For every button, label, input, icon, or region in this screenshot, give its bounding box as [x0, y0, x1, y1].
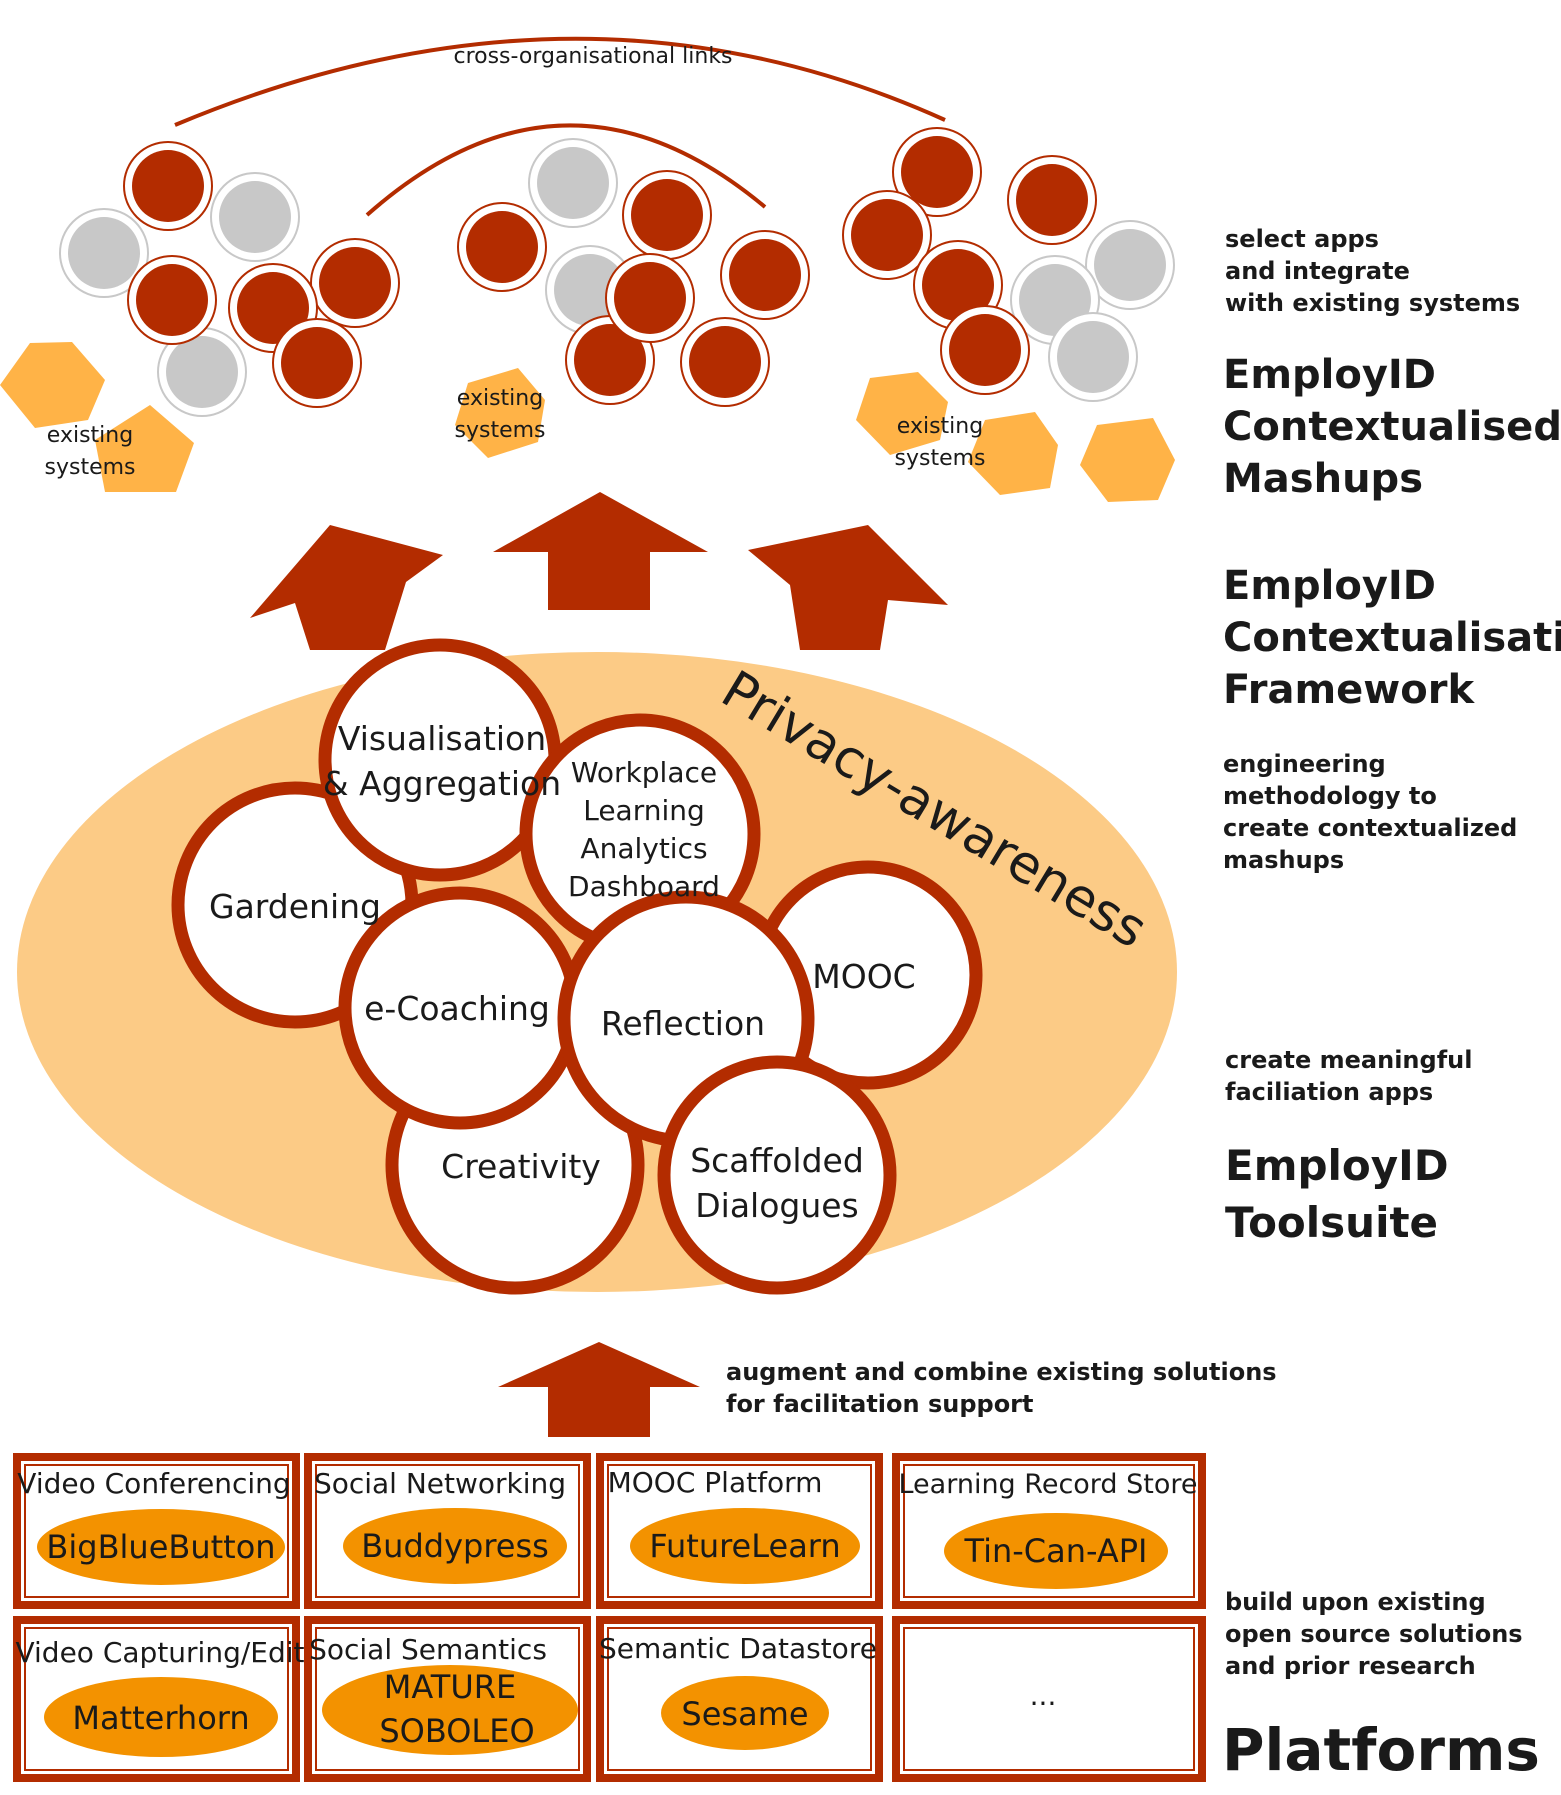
- engineering-note: mashups: [1223, 846, 1344, 874]
- platform-pill: [630, 1508, 860, 1584]
- engineering-note: engineering: [1223, 750, 1386, 778]
- circle-scaffolded-dialogues[interactable]: [657, 1055, 897, 1295]
- gardening-label: Gardening: [209, 887, 381, 926]
- platform-title: Video Conferencing: [17, 1467, 290, 1500]
- visualisation-label: & Aggregation: [323, 764, 561, 803]
- cross-link-arc-inner: [365, 123, 767, 217]
- select-apps-note: and integrate: [1225, 257, 1410, 285]
- existing-systems-label-right: systems: [895, 446, 986, 471]
- up-arrow-platforms: [498, 1342, 700, 1437]
- platform-pill: [37, 1509, 285, 1585]
- platform-pill: [661, 1676, 829, 1750]
- platform-pill-label: Sesame: [681, 1695, 808, 1733]
- engineering-note: create contextualized: [1223, 814, 1517, 842]
- up-arrow-right: [748, 525, 948, 650]
- platform-title: MOOC Platform: [608, 1466, 823, 1499]
- workplace-label: Dashboard: [568, 870, 720, 903]
- mashups-heading: Contextualised: [1223, 404, 1561, 450]
- existing-system-hexagon: [1080, 418, 1175, 502]
- existing-system-hexagon: [95, 405, 194, 492]
- platform-pill-label: Buddypress: [361, 1527, 549, 1565]
- existing-system-hexagon: [968, 412, 1058, 495]
- framework-heading: EmployID: [1223, 563, 1436, 609]
- build-upon-note: build upon existing: [1225, 1588, 1486, 1616]
- toolsuite-heading: Toolsuite: [1225, 1198, 1438, 1247]
- meaningful-apps-note: create meaningful: [1225, 1046, 1472, 1074]
- workplace-label: Learning: [583, 794, 705, 827]
- augment-note: for facilitation support: [726, 1390, 1034, 1418]
- platform-pill-label: SOBOLEO: [379, 1712, 534, 1750]
- platform-title: Semantic Datastore: [599, 1632, 877, 1665]
- platform-pill: [44, 1677, 278, 1757]
- ecoaching-label: e-Coaching: [364, 989, 550, 1028]
- right-mashup-cluster: existing systems: [842, 127, 1175, 471]
- platform-box-semantic-datastore[interactable]: Semantic Datastore Sesame: [596, 1616, 883, 1782]
- right-labels: select apps and integrate with existing …: [726, 225, 1561, 1784]
- existing-systems-label-right: existing: [897, 414, 983, 439]
- existing-systems-label-middle: systems: [455, 418, 546, 443]
- existing-systems-label-left: existing: [47, 423, 133, 448]
- cross-links-label: cross-organisational links: [453, 44, 732, 69]
- platform-ellipsis: ...: [1030, 1679, 1057, 1712]
- existing-systems-label-middle: existing: [457, 386, 543, 411]
- platform-pill: [944, 1513, 1168, 1589]
- visualisation-label: Visualisation: [338, 719, 546, 758]
- platform-box-social-networking[interactable]: Social Networking Buddypress: [304, 1453, 591, 1609]
- existing-systems-label-left: systems: [45, 455, 136, 480]
- platform-pill-label: BigBlueButton: [46, 1528, 275, 1566]
- left-mashup-cluster: existing systems: [45, 141, 400, 480]
- mashups-heading: EmployID: [1223, 352, 1436, 398]
- up-arrow-middle: [493, 492, 708, 610]
- up-arrow-left: [250, 525, 443, 650]
- scaffolded-label: Scaffolded: [690, 1141, 864, 1180]
- toolsuite-section: Privacy-awareness Visualisation & Aggreg…: [17, 638, 1177, 1295]
- toolsuite-heading: EmployID: [1225, 1141, 1449, 1190]
- middle-mashup-cluster: existing systems: [455, 138, 810, 443]
- existing-system-hexagon: [0, 342, 105, 428]
- build-upon-note: and prior research: [1225, 1652, 1476, 1680]
- engineering-note: methodology to: [1223, 782, 1437, 810]
- platform-box-learning-record-store[interactable]: Learning Record Store Tin-Can-API: [892, 1453, 1206, 1609]
- platform-pill-label: Matterhorn: [72, 1699, 249, 1737]
- augment-note: augment and combine existing solutions: [726, 1358, 1277, 1386]
- platform-title: Video Capturing/Edit: [15, 1636, 304, 1669]
- cross-link-arc-outer: [174, 36, 946, 127]
- platform-pill-label: FutureLearn: [649, 1527, 840, 1565]
- creativity-label: Creativity: [441, 1147, 601, 1186]
- platform-box-video-capturing[interactable]: Video Capturing/Edit Matterhorn: [13, 1616, 305, 1782]
- platform-title: Learning Record Store: [898, 1469, 1197, 1500]
- platform-pill: [343, 1508, 567, 1584]
- mashups-heading: Mashups: [1223, 456, 1423, 502]
- platforms-heading: Platforms: [1222, 1716, 1540, 1784]
- platform-pill-label: MATURE: [384, 1668, 516, 1706]
- scaffolded-label: Dialogues: [695, 1186, 859, 1225]
- platform-box-mooc-platform[interactable]: MOOC Platform FutureLearn: [596, 1453, 883, 1609]
- workplace-label: Analytics: [580, 832, 707, 865]
- framework-heading: Contextualisation: [1223, 615, 1561, 661]
- mooc-label: MOOC: [812, 957, 915, 996]
- existing-system-hexagon: [455, 368, 545, 458]
- platforms-grid: Video Conferencing BigBlueButton Social …: [13, 1453, 1206, 1782]
- platform-pill-label: Tin-Can-API: [964, 1532, 1148, 1570]
- select-apps-note: with existing systems: [1225, 289, 1520, 317]
- platform-title: Social Networking: [314, 1467, 566, 1500]
- meaningful-apps-note: faciliation apps: [1225, 1078, 1433, 1106]
- mashups-section: cross-organisational links existing syst…: [0, 36, 1175, 502]
- platform-box-social-semantics[interactable]: Social Semantics MATURE SOBOLEO: [304, 1616, 591, 1782]
- platform-title: Social Semantics: [309, 1633, 547, 1666]
- platform-pill: [322, 1665, 578, 1755]
- build-upon-note: open source solutions: [1225, 1620, 1523, 1648]
- workplace-label: Workplace: [571, 756, 717, 789]
- platform-box-video-conferencing[interactable]: Video Conferencing BigBlueButton: [13, 1453, 300, 1609]
- existing-system-hexagon: [856, 372, 948, 455]
- reflection-label: Reflection: [601, 1004, 765, 1043]
- platform-box-more[interactable]: ...: [892, 1616, 1206, 1782]
- framework-heading: Framework: [1223, 667, 1475, 713]
- select-apps-note: select apps: [1225, 225, 1379, 253]
- framework-arrows: [250, 492, 948, 650]
